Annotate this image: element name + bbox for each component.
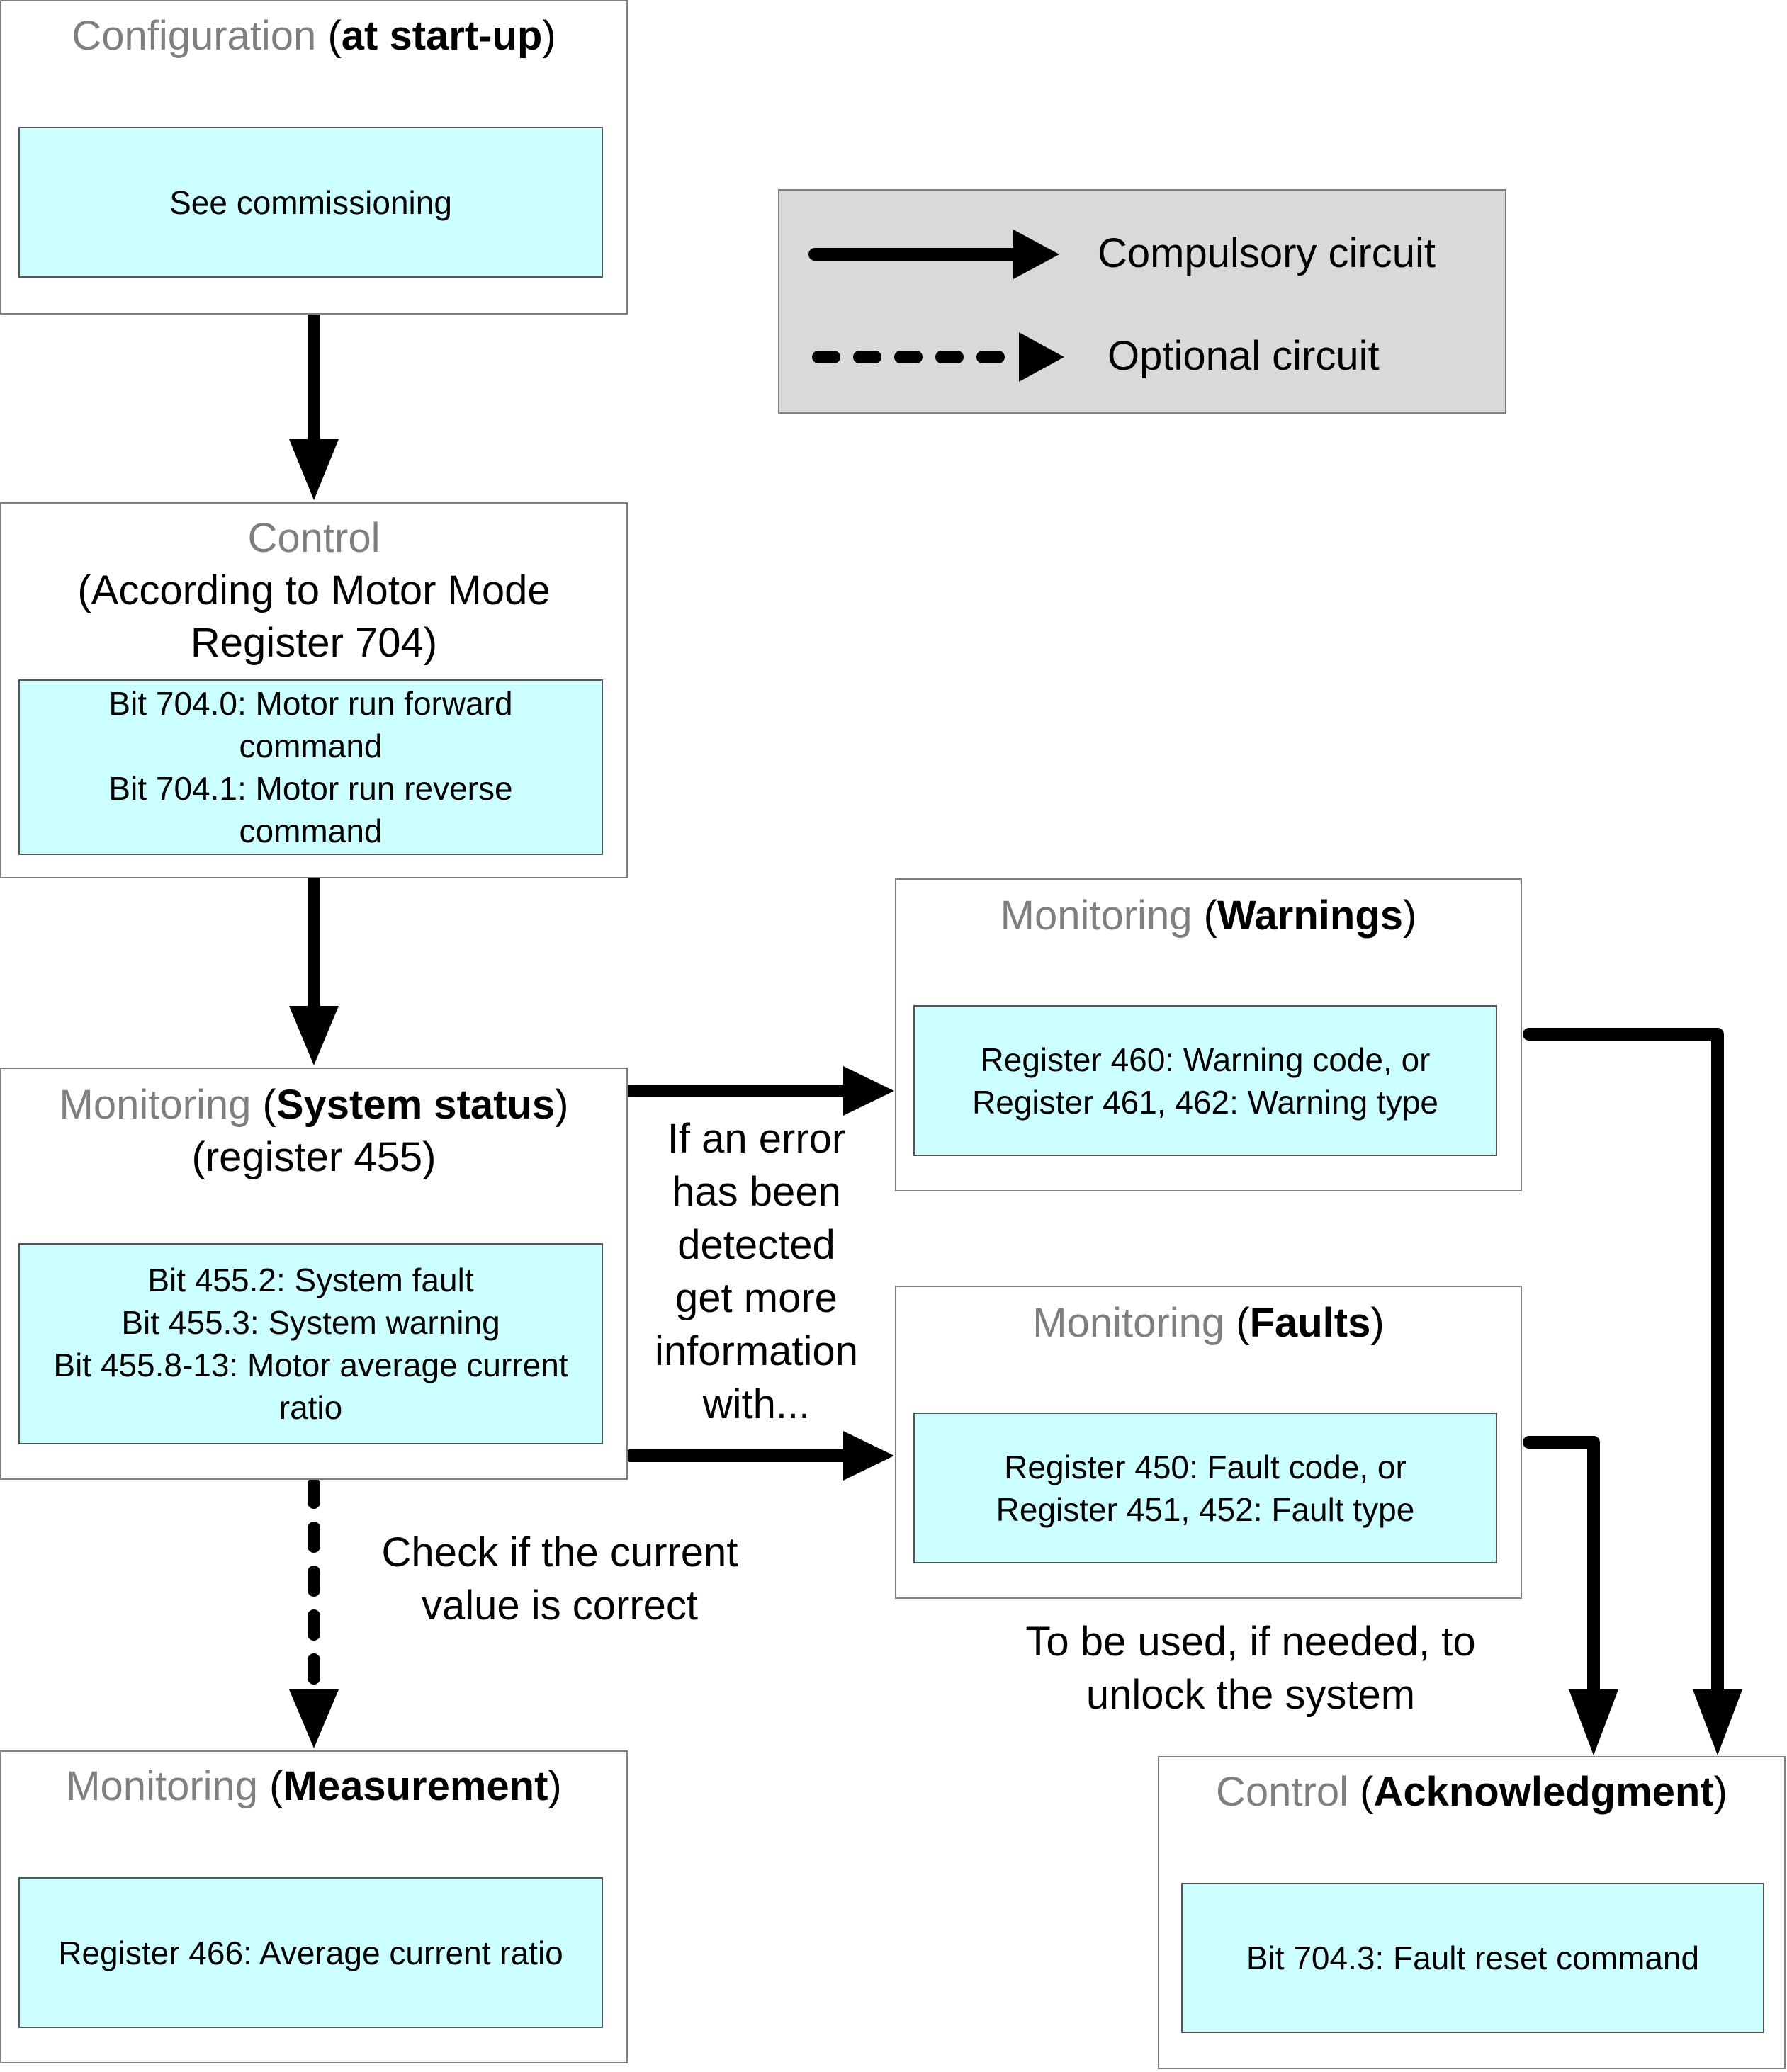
control-box: Control (According to Motor Mode Registe… xyxy=(0,502,628,878)
detail-line: Bit 704.1: Motor run reverse xyxy=(108,770,513,807)
detail-line: Register 450: Fault code, or xyxy=(1004,1448,1407,1485)
note-line: get more xyxy=(675,1275,838,1321)
faults-detail: Register 450: Fault code, or Register 45… xyxy=(913,1413,1497,1563)
detail-line: ratio xyxy=(278,1389,343,1426)
space xyxy=(251,1082,262,1128)
space xyxy=(1224,1300,1236,1346)
arrow-status-to-faults xyxy=(624,1431,894,1481)
title-subtitle: (register 455) xyxy=(191,1134,436,1180)
measurement-detail: Register 466: Average current ratio xyxy=(18,1877,603,2028)
legend-compulsory-label: Compulsory circuit xyxy=(1098,230,1436,276)
title-emphasis: at start-up xyxy=(341,13,543,59)
paren: ) xyxy=(555,1082,569,1128)
paren: ) xyxy=(542,13,556,59)
measurement-box: Monitoring (Measurement) Register 466: A… xyxy=(0,1750,628,2063)
note-line: with... xyxy=(702,1381,811,1427)
arrow-status-to-measurement-optional xyxy=(289,1478,339,1748)
space xyxy=(316,13,327,59)
paren: ) xyxy=(1713,1769,1727,1815)
arrow-faults-to-ack xyxy=(1523,1436,1618,1755)
warnings-title: Monitoring (Warnings) xyxy=(896,890,1521,942)
arrow-control-to-system-status xyxy=(289,872,339,1065)
paren: ( xyxy=(327,13,342,59)
paren: ) xyxy=(1403,893,1417,939)
control-title: Control (According to Motor Mode Registe… xyxy=(1,512,626,669)
warnings-detail: Register 460: Warning code, or Register … xyxy=(913,1005,1497,1156)
detail-line: Register 451, 452: Fault type xyxy=(996,1490,1415,1528)
title-subtitle-line: (According to Motor Mode xyxy=(77,567,551,613)
paren: ( xyxy=(1203,893,1217,939)
title-emphasis: System status xyxy=(276,1082,556,1128)
acknowledgment-box: Control (Acknowledgment) Bit 704.3: Faul… xyxy=(1158,1756,1786,2069)
detail-line: Bit 455.8-13: Motor average current xyxy=(53,1347,568,1383)
title-emphasis: Acknowledgment xyxy=(1373,1769,1714,1815)
detail-line: Register 461, 462: Warning type xyxy=(972,1083,1438,1121)
space xyxy=(1348,1769,1360,1815)
compulsory-arrow-icon xyxy=(808,230,1059,279)
paren: ) xyxy=(1370,1300,1385,1346)
arrow-warnings-to-ack xyxy=(1523,1028,1742,1755)
legend: Compulsory circuit Optional circuit xyxy=(778,189,1506,414)
legend-optional-label: Optional circuit xyxy=(1107,333,1380,379)
paren: ( xyxy=(269,1763,283,1809)
note-line: detected xyxy=(677,1222,835,1268)
title-emphasis: Faults xyxy=(1249,1300,1371,1346)
system-status-detail: Bit 455.2: System fault Bit 455.3: Syste… xyxy=(18,1243,603,1444)
note-line: Check if the current xyxy=(381,1529,738,1575)
acknowledgment-title: Control (Acknowledgment) xyxy=(1159,1766,1784,1818)
system-status-title: Monitoring (System status) (register 455… xyxy=(1,1079,626,1184)
legend-arrows xyxy=(808,230,1064,382)
paren: ( xyxy=(262,1082,276,1128)
detail-line: Register 466: Average current ratio xyxy=(58,1934,563,1971)
title-category: Monitoring xyxy=(1000,893,1193,939)
control-detail: Bit 704.0: Motor run forward command Bit… xyxy=(18,679,603,855)
configuration-box: Configuration (at start-up) See commissi… xyxy=(0,0,628,315)
title-emphasis: Measurement xyxy=(283,1763,548,1809)
measurement-title: Monitoring (Measurement) xyxy=(1,1760,626,1813)
arrow-status-to-warnings xyxy=(624,1066,894,1116)
title-subtitle-line: Register 704) xyxy=(190,620,438,666)
acknowledgment-detail: Bit 704.3: Fault reset command xyxy=(1181,1883,1764,2033)
unlock-note: To be used, if needed, to unlock the sys… xyxy=(978,1615,1523,1721)
note-line: unlock the system xyxy=(1086,1672,1416,1718)
detail-line: See commissioning xyxy=(169,183,452,221)
detail-line: Bit 704.3: Fault reset command xyxy=(1246,1940,1700,1976)
detail-line: command xyxy=(239,728,383,764)
title-category: Monitoring xyxy=(59,1082,252,1128)
detail-line: Bit 704.0: Motor run forward xyxy=(108,685,513,722)
title-category: Monitoring xyxy=(1032,1300,1225,1346)
detail-line: command xyxy=(239,813,383,849)
note-line: information xyxy=(655,1328,858,1374)
note-line: has been xyxy=(672,1169,841,1215)
title-category: Monitoring xyxy=(66,1763,259,1809)
detail-line: Register 460: Warning code, or xyxy=(980,1041,1431,1078)
title-category: Configuration xyxy=(72,13,317,59)
detail-line: Bit 455.3: System warning xyxy=(121,1304,500,1341)
configuration-detail: See commissioning xyxy=(18,127,603,278)
arrow-config-to-control xyxy=(289,308,339,500)
paren: ( xyxy=(1236,1300,1250,1346)
title-emphasis: Warnings xyxy=(1217,893,1403,939)
detail-line: Bit 455.2: System fault xyxy=(147,1262,474,1298)
paren: ) xyxy=(548,1763,562,1809)
space xyxy=(258,1763,269,1809)
configuration-title: Configuration (at start-up) xyxy=(1,10,626,62)
faults-box: Monitoring (Faults) Register 450: Fault … xyxy=(895,1286,1522,1599)
paren: ( xyxy=(1360,1769,1374,1815)
title-category: Control xyxy=(247,515,380,561)
error-note: If an error has been detected get more i… xyxy=(638,1112,875,1431)
note-line: value is correct xyxy=(421,1583,699,1629)
check-note: Check if the current value is correct xyxy=(340,1526,779,1632)
faults-title: Monitoring (Faults) xyxy=(896,1297,1521,1349)
note-line: To be used, if needed, to xyxy=(1025,1619,1476,1665)
system-status-box: Monitoring (System status) (register 455… xyxy=(0,1068,628,1480)
warnings-box: Monitoring (Warnings) Register 460: Warn… xyxy=(895,878,1522,1191)
note-line: If an error xyxy=(667,1116,846,1162)
title-category: Control xyxy=(1216,1769,1349,1815)
optional-arrow-icon xyxy=(812,332,1064,382)
space xyxy=(1192,893,1203,939)
